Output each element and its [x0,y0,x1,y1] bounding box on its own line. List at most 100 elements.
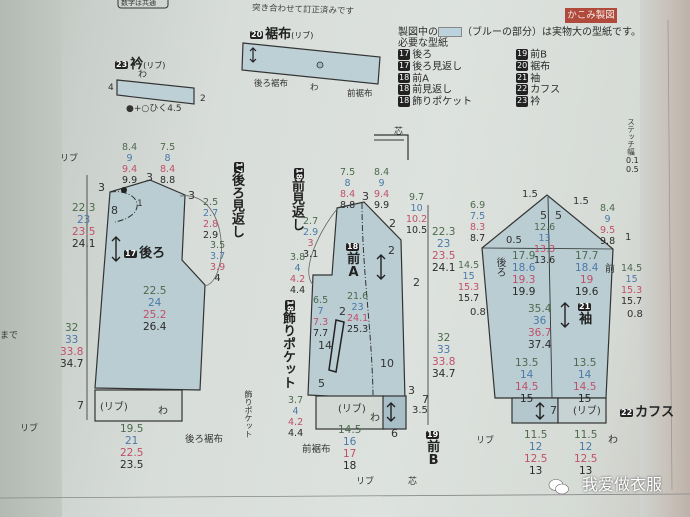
front-pocket-length: 14 [318,339,332,352]
sleeve-dim: 5 [555,209,562,222]
sleeve-dim: 0.5 [506,235,522,246]
front-pocket-bottom: 5 [318,377,325,390]
front-core-label: 芯 [394,127,404,137]
front-pocket-top: 2 [339,305,346,318]
sleeve-front-label: 前 [605,264,615,275]
front-core-bottom: 芯 [408,477,418,487]
front-dim: 6 [391,427,398,440]
legend-intro: 製図中の [398,27,438,38]
front-dim: 7 [422,393,429,406]
collar-end: 2 [200,94,206,104]
left-page-edge [0,0,62,517]
front-rib-text: (リブ) [338,404,366,415]
front-hem-label: 前裾布 [302,444,331,455]
wechat-icon [548,479,569,495]
legend-required: 必要な型紙 [398,37,448,49]
watermark-text: 我爱做衣服 [582,475,663,494]
front-rib-bottom: リブ [356,477,375,487]
back-dim: 3 [146,171,153,184]
badge-kakomi-seizu: かこみ製図 [565,8,617,23]
sleeve-back-label: 後ろ [494,257,505,277]
back-rib-text: (リブ) [100,402,128,413]
right-page-edge [640,0,690,517]
sleeve-dim: 5 [540,209,547,222]
cuff-height: 7 [550,404,557,417]
front-dim: 2 [388,244,395,257]
front-dim: 2 [389,217,396,230]
cuff-rib-text: (リブ) [573,406,601,417]
back-dim: 3 [98,181,105,194]
back-rib-bottom: リブ [20,424,39,434]
front-dim: 3.5 [412,405,428,416]
sleeve-dim: 0.8 [470,307,486,318]
sleeve-dim: 0.8 [627,309,643,320]
collar-height: 4 [108,83,114,93]
back-dim: 8 [111,204,118,217]
front-fold: わ [370,413,380,424]
hem-band-fold: わ [310,83,319,93]
back-hem-label: 後ろ裾布 [185,434,224,445]
blue-swatch [438,27,462,37]
front-dim: 2 [413,276,420,289]
back-fold: わ [158,406,168,417]
stitch-note: ステッチ幅 [626,118,636,156]
front-pocket-label: 18飾りポケット [280,300,295,390]
back-rib-label: リブ [60,154,79,164]
collar-fold: わ [138,70,148,80]
back-dim: 3 [188,189,195,202]
sleeve-dim: 1.5 [573,196,589,207]
cuff-fold: わ [608,435,618,446]
back-side-note: まで [0,331,19,341]
hem-band-front: 前裾布 [347,89,373,99]
back-facing-label: 17後ろ見返し [229,162,244,239]
back-rib-height: 7 [77,399,84,412]
top-note-left: 数字は共通 [121,0,156,7]
sleeve-rib-label: リブ [476,436,495,446]
front-dim: 3 [362,190,369,203]
front-facing-label: 18前見返し [289,168,304,232]
